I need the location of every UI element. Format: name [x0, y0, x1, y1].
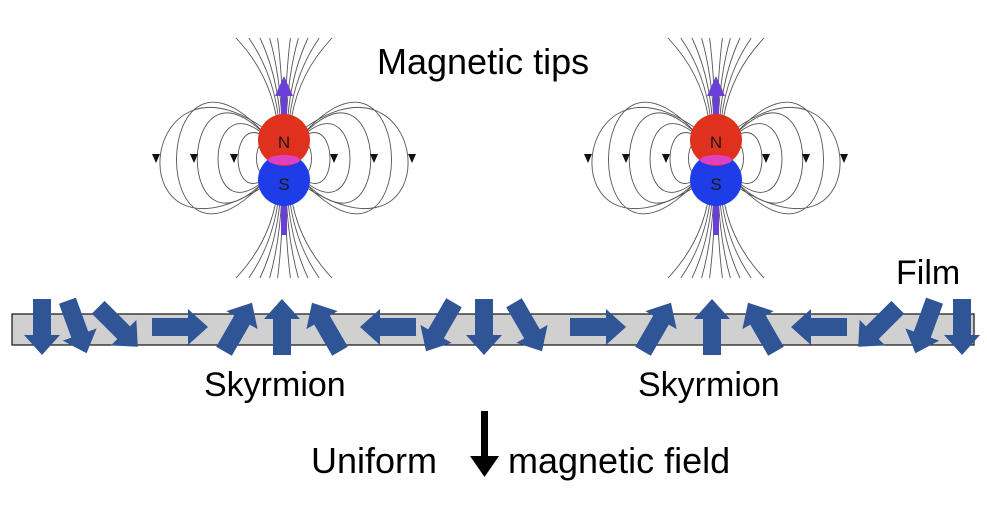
field-arrowhead [370, 154, 378, 163]
north-pole-label: N [278, 133, 290, 152]
spin-arrow [91, 300, 138, 347]
magnetic-tips-label: Magnetic tips [377, 41, 590, 82]
field-line [723, 197, 765, 279]
magnetic-field-label: magnetic field [508, 440, 731, 481]
film-label: Film [896, 254, 961, 292]
field-arrowhead [152, 154, 160, 163]
field-line [235, 197, 277, 279]
uniform-label: Uniform [311, 440, 438, 481]
field-line [717, 37, 731, 119]
south-pole-label: S [278, 175, 289, 194]
spin-arrow [635, 302, 677, 356]
field-line [291, 37, 333, 119]
field-line [285, 37, 299, 119]
down-arrow-icon [470, 411, 499, 477]
field-line [289, 101, 392, 215]
moment-arrowhead [707, 76, 725, 96]
field-line [591, 107, 709, 209]
field-line [691, 197, 713, 279]
field-line [680, 197, 711, 279]
north-pole [690, 114, 742, 166]
spin-arrow [360, 309, 416, 345]
field-line [721, 101, 824, 215]
spin-arrow [24, 299, 60, 355]
pole-overlap [700, 155, 732, 165]
field-line [285, 197, 299, 279]
moment-arrowhead [275, 76, 293, 96]
spin-arrow [216, 302, 258, 356]
field-arrowhead [762, 154, 770, 163]
field-line [723, 37, 765, 119]
field-arrowhead [408, 154, 416, 163]
field-line [719, 197, 741, 279]
magnetic-tip-right: NS [584, 37, 848, 279]
south-pole-label: S [710, 175, 721, 194]
field-line [291, 197, 333, 279]
spin-arrow [152, 309, 208, 345]
spin-arrow [905, 297, 944, 354]
field-line [248, 37, 279, 119]
field-line [667, 37, 709, 119]
field-line [287, 37, 309, 119]
field-arrowhead [330, 154, 338, 163]
south-pole [258, 154, 310, 206]
spin-arrow [420, 298, 462, 352]
field-line [667, 197, 709, 279]
spin-arrow [791, 309, 847, 345]
field-line [721, 123, 783, 193]
spin-arrow [858, 300, 905, 347]
field-line [719, 37, 741, 119]
spin-arrow [506, 298, 548, 352]
field-line [289, 123, 351, 193]
field-line [289, 197, 320, 279]
field-arrowhead [230, 154, 238, 163]
field-line [269, 37, 283, 119]
north-pole [258, 114, 310, 166]
field-line [289, 37, 320, 119]
field-line [291, 107, 409, 209]
field-line [235, 37, 277, 119]
field-arrowhead [190, 154, 198, 163]
skyrmion-label-left: Skyrmion [204, 366, 346, 404]
field-arrowhead [622, 154, 630, 163]
field-arrowhead [662, 154, 670, 163]
skyrmion-label-right: Skyrmion [638, 366, 780, 404]
spin-arrow [570, 309, 626, 345]
field-line [701, 197, 715, 279]
north-pole-label: N [710, 133, 722, 152]
magnetic-tip-left: NS [152, 37, 416, 279]
field-line [287, 197, 309, 279]
field-line [259, 37, 281, 119]
field-line [649, 123, 711, 193]
field-line [608, 101, 711, 215]
spin-arrow [264, 299, 300, 355]
field-arrowhead [584, 154, 592, 163]
field-line [159, 107, 277, 209]
field-line [723, 107, 841, 209]
field-line [721, 37, 752, 119]
field-arrowhead [840, 154, 848, 163]
field-arrowhead [802, 154, 810, 163]
pole-overlap [268, 155, 300, 165]
spin-arrow [466, 299, 502, 355]
field-line [217, 123, 279, 193]
field-line [721, 197, 752, 279]
spin-arrow [306, 302, 348, 356]
field-line [269, 197, 283, 279]
field-line [691, 37, 713, 119]
spin-arrow [58, 297, 97, 354]
field-line [680, 37, 711, 119]
spin-arrow [742, 302, 784, 356]
field-line [248, 197, 279, 279]
spin-arrow [694, 299, 730, 355]
south-pole [690, 154, 742, 206]
spin-texture [24, 297, 980, 356]
field-line [701, 37, 715, 119]
spin-arrow [944, 299, 980, 355]
field-line [176, 101, 279, 215]
field-line [717, 197, 731, 279]
field-line [259, 197, 281, 279]
